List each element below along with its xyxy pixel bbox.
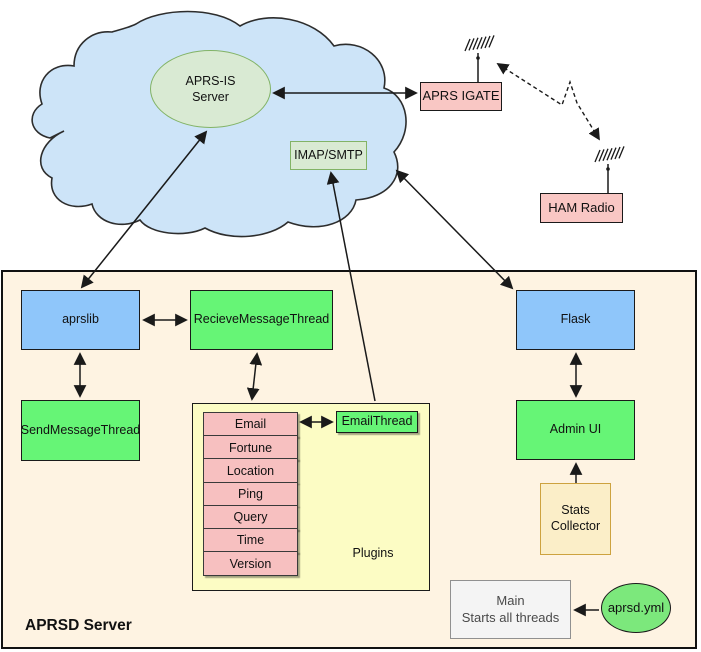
plugin-row-version: Version xyxy=(203,551,298,577)
aprs-igate-node: APRS IGATE xyxy=(420,82,502,111)
plugins-caption: Plugins xyxy=(352,546,394,560)
aprsd-server-caption: APRSD Server xyxy=(25,617,132,634)
email-thread-node: EmailThread xyxy=(336,411,418,433)
admin-ui-label: Admin UI xyxy=(549,422,602,437)
antenna-icon xyxy=(464,35,495,82)
antenna-icon xyxy=(594,146,625,193)
aprs-is-server-node: APRS-IS Server xyxy=(150,50,271,128)
imap-smtp-node: IMAP/SMTP xyxy=(290,141,367,170)
ham-radio-node: HAM Radio xyxy=(540,193,623,223)
plugin-list: Email Fortune Location Ping Query Time V… xyxy=(203,412,298,577)
imap-smtp-label: IMAP/SMTP xyxy=(294,147,363,162)
aprs-igate-label: APRS IGATE xyxy=(422,88,500,104)
send-thread-label: SendMessageThread xyxy=(20,422,141,437)
recieve-thread-label: RecieveMessageThread xyxy=(193,312,330,327)
aprs-is-label-line1: APRS-IS xyxy=(185,73,236,88)
rf-link-arrow xyxy=(496,63,600,141)
plugin-row-fortune: Fortune xyxy=(203,435,298,460)
main-node: Main Starts all threads xyxy=(450,580,571,639)
plugin-row-location: Location xyxy=(203,458,298,484)
main-label-line2: Starts all threads xyxy=(461,609,560,625)
ham-radio-label: HAM Radio xyxy=(548,199,615,215)
arrow-aprsis-aprslib xyxy=(80,130,208,289)
stats-label-line2: Collector xyxy=(550,519,601,533)
plugin-row-email: Email xyxy=(203,412,298,437)
plugin-row-query: Query xyxy=(203,504,298,530)
flask-label: Flask xyxy=(560,312,591,327)
plugin-row-time: Time xyxy=(203,528,298,553)
main-label-line1: Main xyxy=(496,593,525,609)
email-thread-label: EmailThread xyxy=(341,414,413,429)
plugin-row-ping: Ping xyxy=(203,481,298,507)
aprsd-yml-label: aprsd.yml xyxy=(607,599,665,615)
aprs-is-label-line2: Server xyxy=(192,90,229,104)
flask-node: Flask xyxy=(516,290,635,350)
admin-ui-node: Admin UI xyxy=(516,400,635,460)
stats-label-line1: Stats xyxy=(561,503,590,518)
recieve-thread-node: RecieveMessageThread xyxy=(190,290,333,350)
stats-collector-node: Stats Collector xyxy=(540,483,611,555)
aprsd-yml-node: aprsd.yml xyxy=(601,583,671,633)
aprslib-node: aprslib xyxy=(21,290,140,350)
aprslib-label: aprslib xyxy=(62,312,99,327)
send-thread-node: SendMessageThread xyxy=(21,400,140,461)
